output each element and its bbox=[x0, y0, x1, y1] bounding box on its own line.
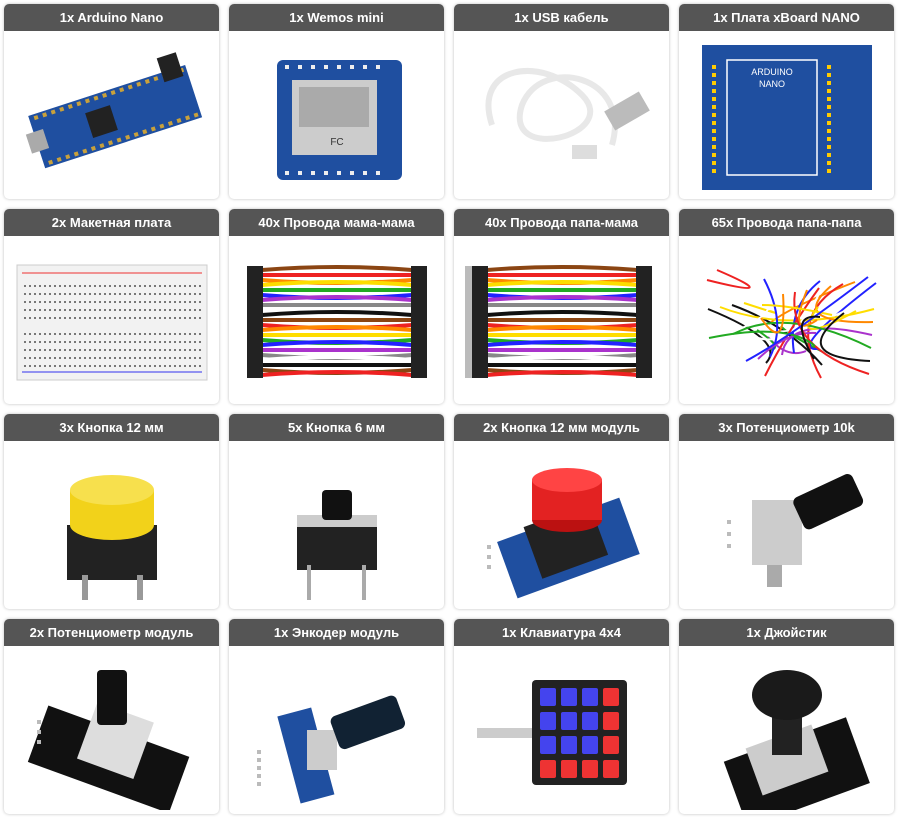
product-title: 1x Энкодер модуль bbox=[229, 619, 444, 646]
product-card[interactable]: 1x Плата xBoard NANO ARDUINO NANO bbox=[679, 4, 894, 199]
product-image[interactable] bbox=[454, 31, 669, 199]
product-card[interactable]: 40x Провода мама-мама bbox=[229, 209, 444, 404]
wires-ff-icon bbox=[246, 265, 427, 378]
product-image[interactable] bbox=[4, 236, 219, 404]
breadboard-icon bbox=[16, 264, 207, 381]
product-card[interactable]: 5x Кнопка 6 мм bbox=[229, 414, 444, 609]
product-image[interactable] bbox=[4, 31, 219, 199]
product-title: 3x Кнопка 12 мм bbox=[4, 414, 219, 441]
product-image[interactable] bbox=[454, 441, 669, 609]
svg-text:NANO: NANO bbox=[758, 79, 784, 89]
product-image[interactable] bbox=[229, 236, 444, 404]
svg-text:ARDUINO: ARDUINO bbox=[751, 67, 793, 77]
product-card[interactable]: 40x Провода папа-мама bbox=[454, 209, 669, 404]
product-title: 1x Клавиатура 4x4 bbox=[454, 619, 669, 646]
product-image[interactable] bbox=[679, 441, 894, 609]
product-title: 1x USB кабель bbox=[454, 4, 669, 31]
product-image[interactable]: ARDUINO NANO bbox=[679, 31, 894, 199]
product-image[interactable] bbox=[229, 646, 444, 814]
product-image[interactable] bbox=[4, 646, 219, 814]
product-image[interactable] bbox=[679, 646, 894, 814]
button-12mm-icon bbox=[66, 475, 157, 600]
encoder-module-icon bbox=[256, 695, 405, 804]
product-card[interactable]: 65x Провода папа-папа bbox=[679, 209, 894, 404]
button-module-icon bbox=[486, 468, 640, 599]
product-card[interactable]: 1x Клавиатура 4x4 bbox=[454, 619, 669, 814]
xboard-nano-icon: ARDUINO NANO bbox=[701, 45, 872, 190]
wires-mm-icon bbox=[706, 269, 877, 379]
product-title: 40x Провода папа-мама bbox=[454, 209, 669, 236]
product-title: 3x Потенциометр 10k bbox=[679, 414, 894, 441]
product-title: 40x Провода мама-мама bbox=[229, 209, 444, 236]
product-title: 1x Arduino Nano bbox=[4, 4, 219, 31]
product-card[interactable]: 3x Потенциометр 10k bbox=[679, 414, 894, 609]
product-card[interactable]: 2x Макетная плата bbox=[4, 209, 219, 404]
product-title: 1x Джойстик bbox=[679, 619, 894, 646]
product-image[interactable] bbox=[454, 646, 669, 814]
product-card[interactable]: 3x Кнопка 12 мм bbox=[4, 414, 219, 609]
potentiometer-icon bbox=[726, 474, 863, 587]
product-title: 1x Wemos mini bbox=[229, 4, 444, 31]
product-grid: 1x Arduino Nano 1x Wemos mini FC 1x USB к… bbox=[4, 4, 894, 814]
product-image[interactable] bbox=[4, 441, 219, 609]
product-title: 2x Макетная плата bbox=[4, 209, 219, 236]
button-6mm-icon bbox=[296, 490, 377, 600]
usb-cable-icon bbox=[485, 68, 650, 159]
keypad-icon bbox=[476, 680, 627, 785]
product-title: 5x Кнопка 6 мм bbox=[229, 414, 444, 441]
joystick-icon bbox=[723, 670, 870, 810]
svg-text:FC: FC bbox=[330, 137, 343, 148]
product-image[interactable] bbox=[454, 236, 669, 404]
wemos-mini-icon: FC bbox=[276, 60, 402, 180]
product-image[interactable]: FC bbox=[229, 31, 444, 199]
arduino-nano-icon bbox=[25, 52, 202, 169]
product-card[interactable]: 1x Wemos mini FC bbox=[229, 4, 444, 199]
product-card[interactable]: 1x Arduino Nano bbox=[4, 4, 219, 199]
product-card[interactable]: 1x USB кабель bbox=[454, 4, 669, 199]
product-title: 2x Кнопка 12 мм модуль bbox=[454, 414, 669, 441]
product-card[interactable]: 1x Джойстик bbox=[679, 619, 894, 814]
product-image[interactable] bbox=[679, 236, 894, 404]
product-card[interactable]: 1x Энкодер модуль bbox=[229, 619, 444, 814]
potentiometer-module-icon bbox=[27, 670, 189, 810]
product-title: 65x Провода папа-папа bbox=[679, 209, 894, 236]
product-card[interactable]: 2x Потенциометр модуль bbox=[4, 619, 219, 814]
product-card[interactable]: 2x Кнопка 12 мм модуль bbox=[454, 414, 669, 609]
wires-mf-icon bbox=[464, 265, 652, 378]
product-title: 2x Потенциометр модуль bbox=[4, 619, 219, 646]
product-image[interactable] bbox=[229, 441, 444, 609]
product-title: 1x Плата xBoard NANO bbox=[679, 4, 894, 31]
